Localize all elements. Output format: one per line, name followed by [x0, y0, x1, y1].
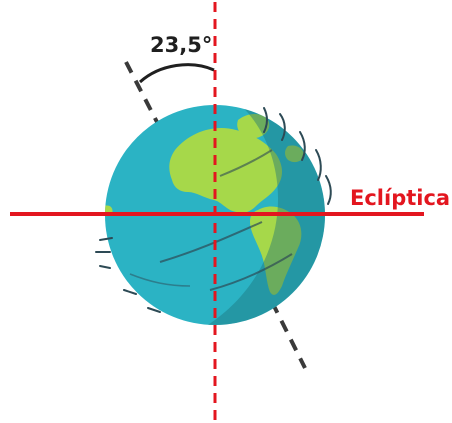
arctic-island — [285, 145, 304, 163]
tilt-angle-label: 23,5° — [150, 33, 212, 57]
north-america-landmass — [169, 128, 282, 213]
greenland-landmass — [237, 114, 270, 139]
tilt-angle-arc — [138, 63, 215, 84]
ecliptic-label: Eclíptica — [350, 186, 450, 210]
south-america-landmass — [250, 206, 302, 295]
rotation-axis-bottom — [270, 301, 307, 369]
motion-streaks — [95, 107, 332, 313]
night-shadow — [200, 105, 325, 325]
rotation-axis-top — [124, 61, 160, 125]
